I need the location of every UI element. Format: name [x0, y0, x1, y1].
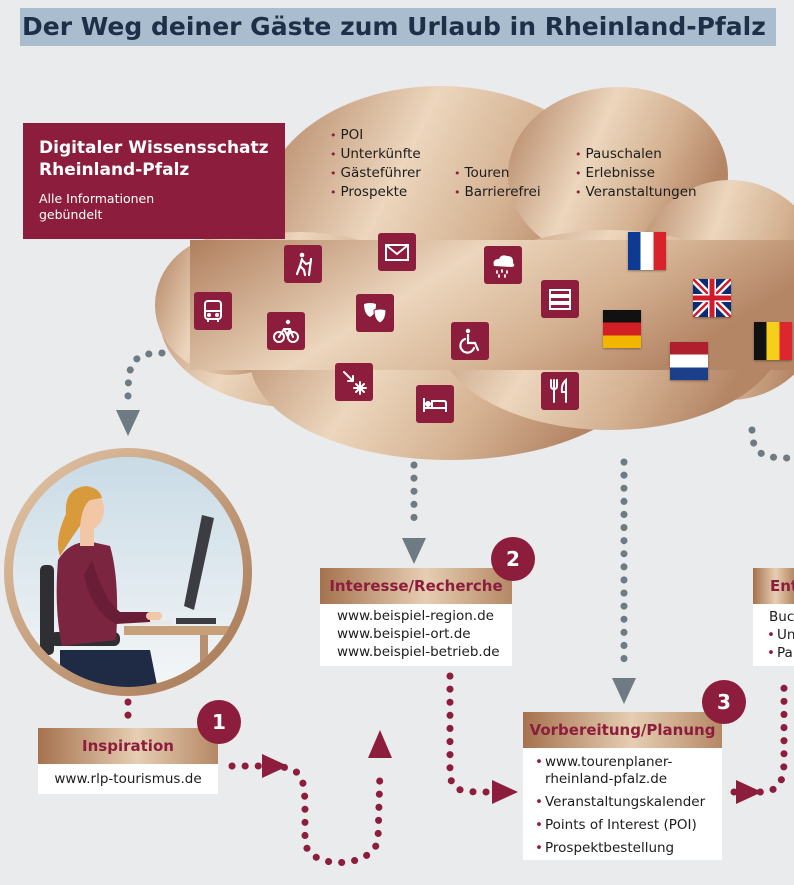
fireworks-icon [335, 363, 373, 401]
list-item: Gästeführer [330, 164, 421, 183]
arrow-to-interest [262, 754, 288, 778]
banner-heading: Digitaler Wissensschatz Rheinland-Pfalz [39, 138, 269, 180]
step-2-link[interactable]: www.beispiel-region.de [337, 608, 494, 624]
step-1-number: 1 [197, 700, 241, 744]
step-4-intro: Buc [769, 609, 794, 625]
step-1-label: Inspiration [38, 728, 218, 764]
list-item: Prospekte [330, 183, 421, 202]
mail-icon [378, 233, 416, 271]
arrow-to-booking [736, 780, 762, 804]
theater-masks-icon [356, 294, 394, 332]
step-3-label: Vorbereitung/Planung [523, 712, 722, 748]
list-item: POI [330, 126, 421, 145]
list-item: Pauschalen [575, 145, 697, 164]
cloud-list-2: Touren Barrierefrei [454, 164, 541, 202]
knowledge-banner: Digitaler Wissensschatz Rheinland-Pfalz … [23, 123, 285, 239]
arrow-to-planning [492, 780, 518, 804]
page-title: Der Weg deiner Gäste zum Urlaub in Rhein… [20, 8, 776, 46]
list-item: Touren [454, 164, 541, 183]
list-item: Barrierefrei [454, 183, 541, 202]
wheelchair-icon [451, 322, 489, 360]
step-2-link[interactable]: www.beispiel-ort.de [337, 626, 471, 642]
step-3-item[interactable]: Prospektbestellung [535, 840, 722, 857]
cloud-list-3: Pauschalen Erlebnisse Veranstaltungen [575, 145, 697, 202]
list-item: Erlebnisse [575, 164, 697, 183]
step-2-label: Interesse/Recherche [320, 568, 512, 604]
cyclist-icon [267, 312, 305, 350]
arrow-to-2 [402, 538, 426, 564]
avatar-illustration [4, 448, 252, 696]
netherlands-flag [670, 342, 708, 380]
step-3-number: 3 [702, 680, 746, 724]
connector-cloud-right [748, 426, 794, 462]
bus-icon [194, 292, 232, 330]
step-1-link[interactable]: www.rlp-tourismus.de [54, 771, 202, 787]
weather-icon [484, 246, 522, 284]
connector-cloud-to-1 [124, 349, 166, 404]
list-item: Unterkünfte [330, 145, 421, 164]
step-4-box: Buc Un Pa [753, 604, 794, 666]
step-1-box: www.rlp-tourismus.de [38, 764, 218, 794]
step-3-box: www.tourenplaner- rheinland-pfalz.de Ver… [523, 748, 722, 860]
arrow-up-interest [368, 730, 392, 758]
brochures-icon [541, 280, 579, 318]
germany-flag [603, 310, 641, 348]
step-2-number: 2 [491, 537, 535, 581]
step-3-item[interactable]: www.tourenplaner- rheinland-pfalz.de [535, 754, 722, 788]
step-2-box: www.beispiel-region.de www.beispiel-ort.… [320, 604, 512, 666]
banner-subtitle: Alle Informationen gebündelt [39, 191, 155, 222]
hiker-icon [284, 245, 322, 283]
france-flag [628, 232, 666, 270]
step-3-item[interactable]: Veranstaltungskalender [535, 794, 722, 811]
connector-1-to-2 [228, 762, 384, 866]
list-item: Veranstaltungen [575, 183, 697, 202]
step-4-label: Ent [753, 568, 794, 604]
cloud-list-1: POI Unterkünfte Gästeführer Prospekte [330, 126, 421, 202]
arrow-to-3 [612, 678, 636, 704]
step-4-item: Pa [767, 644, 794, 662]
restaurant-icon [541, 372, 579, 410]
step-4-item: Un [767, 626, 794, 644]
belgium-flag [754, 322, 792, 360]
uk-flag [690, 276, 734, 320]
step-3-item[interactable]: Points of Interest (POI) [535, 817, 722, 834]
arrow-to-1 [116, 410, 140, 436]
bed-icon [416, 385, 454, 423]
step-2-link[interactable]: www.beispiel-betrieb.de [337, 644, 500, 660]
connector-2-to-3 [446, 672, 494, 796]
